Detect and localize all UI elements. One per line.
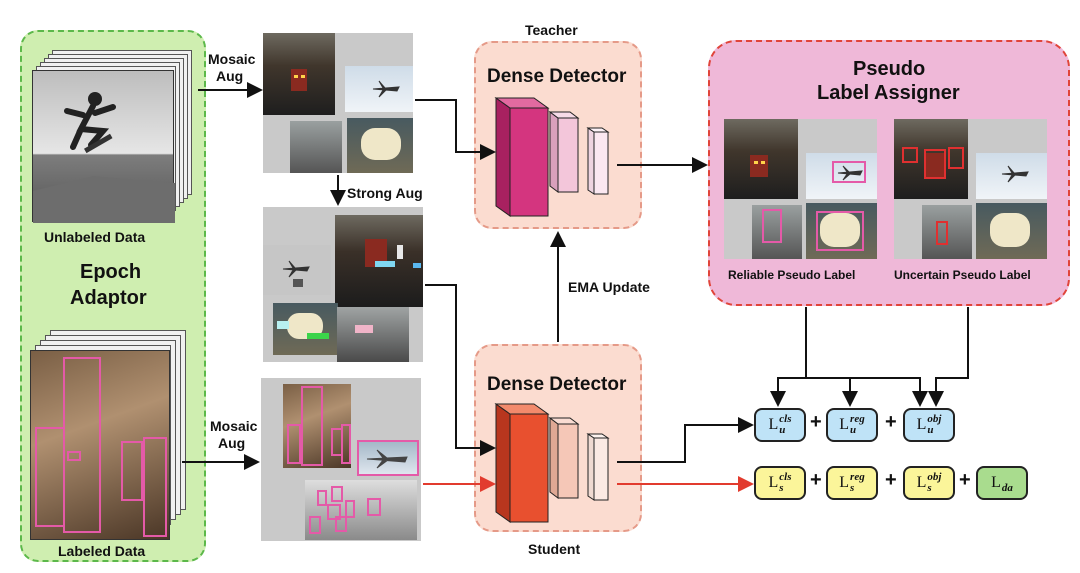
reliable-pseudo-label-caption: Reliable Pseudo Label xyxy=(728,268,856,282)
plus-sign: + xyxy=(885,469,897,491)
teacher-network-blocks xyxy=(494,97,610,217)
labeled-image-stack xyxy=(28,330,193,542)
airplane-icon xyxy=(1001,165,1029,183)
airplane-icon xyxy=(282,260,310,278)
assigner-title-line1: Pseudo xyxy=(853,58,926,80)
strong-aug-label: Strong Aug xyxy=(347,185,423,201)
mosaic-unlabeled-image xyxy=(263,33,413,173)
teacher-detector-title: Dense Detector xyxy=(487,66,627,87)
assigner-title-line2: Label Assigner xyxy=(817,82,960,104)
mosaic-aug-top-line2: Aug xyxy=(216,68,244,84)
unlabeled-data-caption: Unlabeled Data xyxy=(44,229,146,245)
skateboarder-figure xyxy=(33,92,175,223)
mosaic-aug-bottom-line1: Mosaic xyxy=(210,418,258,434)
plus-sign: + xyxy=(810,411,822,433)
ema-update-label: EMA Update xyxy=(568,279,650,295)
unlabeled-photo xyxy=(32,70,175,223)
labeled-data-caption: Labeled Data xyxy=(58,543,146,559)
airplane-icon xyxy=(372,80,400,98)
plus-sign: + xyxy=(810,469,822,491)
teacher-caption: Teacher xyxy=(525,22,578,38)
gt-box xyxy=(67,451,81,461)
plus-sign: + xyxy=(959,469,971,491)
gt-box xyxy=(143,437,167,537)
mosaic-aug-bottom-line2: Aug xyxy=(218,435,246,451)
reliable-pseudo-label-image xyxy=(724,119,877,259)
epoch-adaptor-title-line2: Adaptor xyxy=(70,287,147,309)
unlabeled-image-stack xyxy=(30,50,195,225)
uncertain-pseudo-label-image xyxy=(894,119,1047,259)
loss-labeled-da: L da xyxy=(976,466,1028,500)
mosaic-labeled-image xyxy=(261,378,421,541)
uncertain-pseudo-label-caption: Uncertain Pseudo Label xyxy=(894,268,1031,282)
student-detector-title: Dense Detector xyxy=(487,374,627,395)
student-caption: Student xyxy=(528,541,581,557)
mosaic-aug-top-line1: Mosaic xyxy=(208,51,256,67)
strong-aug-image xyxy=(263,207,423,362)
plus-sign: + xyxy=(885,411,897,433)
student-network-blocks xyxy=(494,403,610,523)
gt-box xyxy=(35,427,65,527)
labeled-photo xyxy=(30,350,170,540)
airplane-icon xyxy=(366,449,408,469)
epoch-adaptor-title-line1: Epoch xyxy=(80,261,142,283)
gt-box xyxy=(121,441,143,501)
airplane-icon xyxy=(837,165,863,181)
